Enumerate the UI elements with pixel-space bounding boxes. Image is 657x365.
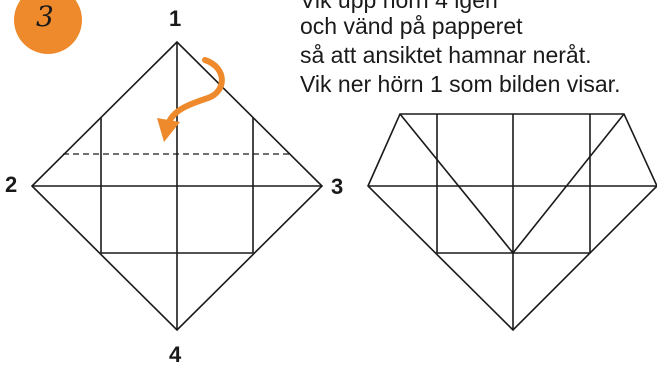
fold-edge-left [399, 113, 514, 254]
fold-edge-right [512, 113, 625, 254]
corner-label-1: 1 [169, 6, 182, 31]
corner-label-3: 3 [331, 174, 344, 199]
fold-arrow [157, 57, 225, 142]
curved-arrow-icon [165, 57, 225, 128]
instruction-line-3: så att ansiktet hamnar neråt. [300, 42, 592, 68]
folded-outline [367, 113, 657, 332]
arrow-head-icon [157, 118, 180, 142]
instruction-line-4: Vik ner hörn 1 som bilden visar. [300, 71, 621, 97]
step-number: 3 [36, 0, 54, 33]
corner-label-2: 2 [5, 172, 18, 197]
step-badge [14, 0, 82, 54]
corner-label-4: 4 [169, 342, 182, 365]
left-paper-diagram [30, 40, 324, 332]
instruction-line-1: Vik upp hörn 4 igen [300, 0, 498, 13]
instruction-line-2: och vänd på papperet [300, 13, 523, 39]
right-paper-diagram [367, 113, 657, 332]
